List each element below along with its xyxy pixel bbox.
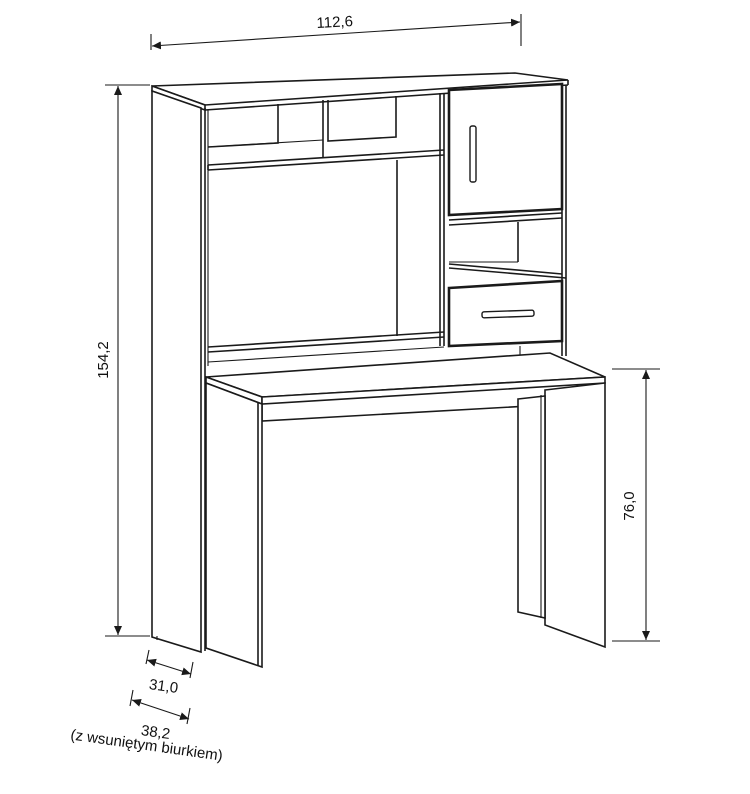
desk-height-dimension: 76,0 bbox=[612, 368, 660, 642]
hutch bbox=[151, 72, 569, 654]
desk-left-leg bbox=[205, 381, 263, 669]
width-dimension: 112,6 bbox=[150, 13, 522, 50]
desk bbox=[205, 352, 606, 669]
depth-label: 31,0 bbox=[148, 676, 179, 697]
drawer-handle[interactable] bbox=[481, 309, 535, 319]
left-side-panel bbox=[151, 89, 202, 654]
depth-dimension: 31,0 bbox=[145, 649, 194, 697]
width-label: 112,6 bbox=[316, 13, 353, 32]
cabinet-door[interactable] bbox=[447, 82, 564, 217]
depth-extended-label: 38,2 bbox=[140, 722, 171, 743]
door-handle[interactable] bbox=[469, 125, 477, 183]
desk-height-label: 76,0 bbox=[621, 491, 638, 520]
height-dimension: 154,2 bbox=[95, 84, 150, 637]
depth-extended-dimension: 38,2 (z wsuniętym biurkiem) bbox=[70, 689, 224, 765]
height-label: 154,2 bbox=[95, 341, 112, 379]
desk-right-leg bbox=[544, 382, 606, 649]
